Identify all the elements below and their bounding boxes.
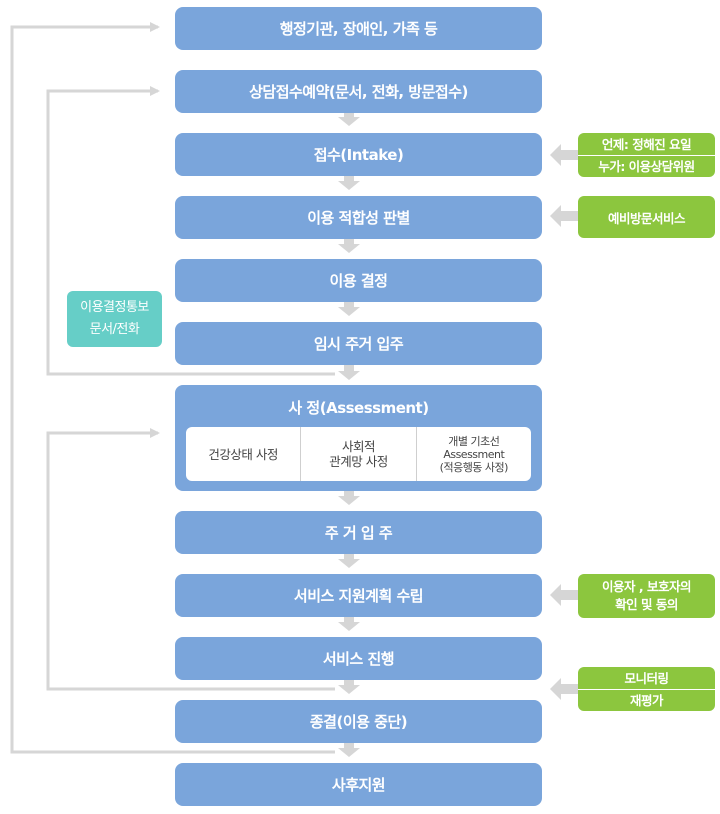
intake-schedule-note: 언제: 정해진 요일 누가: 이용상담위원 bbox=[578, 133, 715, 177]
intake-when-label: 언제: 정해진 요일 bbox=[601, 136, 692, 152]
left-arrow-icon bbox=[550, 584, 578, 606]
down-arrow-icon bbox=[338, 112, 360, 126]
step-eligibility: 이용 적합성 판별 bbox=[175, 196, 542, 239]
down-arrows bbox=[338, 112, 360, 757]
intake-who-label: 누가: 이용상담위원 bbox=[598, 158, 695, 174]
assessment-item-social: 사회적 관계망 사정 bbox=[300, 427, 415, 481]
down-arrow-icon bbox=[338, 679, 360, 694]
consent-note: 이용자 , 보호자의 확인 및 동의 bbox=[578, 574, 715, 618]
step-intake: 접수(Intake) bbox=[175, 133, 542, 176]
step-referral: 행정기관, 장애인, 가족 등 bbox=[175, 7, 542, 50]
step-termination: 종결(이용 중단) bbox=[175, 700, 542, 743]
assessment-items: 건강상태 사정 사회적 관계망 사정 개별 기초선 Assessment (적응… bbox=[186, 427, 531, 481]
down-arrow-icon bbox=[338, 553, 360, 568]
step-temporary-housing: 임시 주거 입주 bbox=[175, 322, 542, 365]
step-assessment: 사 정(Assessment) 건강상태 사정 사회적 관계망 사정 개별 기초… bbox=[175, 385, 542, 491]
decision-notice-line-2: 문서/전화 bbox=[89, 322, 140, 337]
side-arrows bbox=[550, 144, 578, 700]
step-reservation: 상담접수예약(문서, 전화, 방문접수) bbox=[175, 70, 542, 113]
middle-feedback-line bbox=[46, 86, 335, 376]
down-arrow-icon bbox=[338, 301, 360, 316]
inner-feedback-line bbox=[46, 428, 335, 691]
monitoring-note: 모니터링 재평가 bbox=[578, 667, 715, 711]
down-arrow-icon bbox=[338, 364, 360, 380]
down-arrow-icon bbox=[338, 616, 360, 631]
monitoring-label: 모니터링 bbox=[624, 670, 669, 686]
assessment-item-baseline: 개별 기초선 Assessment (적응행동 사정) bbox=[415, 427, 531, 481]
loop-lines bbox=[10, 22, 335, 754]
down-arrow-icon bbox=[338, 742, 360, 757]
note-divider bbox=[578, 688, 715, 690]
decision-notice-line-1: 이용결정통보 bbox=[80, 300, 149, 315]
step-move-in: 주 거 입 주 bbox=[175, 511, 542, 554]
assessment-item-health: 건강상태 사정 bbox=[208, 446, 278, 462]
outer-feedback-line bbox=[10, 22, 335, 754]
step-aftercare: 사후지원 bbox=[175, 763, 542, 806]
down-arrow-icon bbox=[338, 176, 360, 190]
down-arrow-icon bbox=[338, 238, 360, 253]
left-arrow-icon bbox=[550, 678, 578, 700]
step-decision: 이용 결정 bbox=[175, 259, 542, 302]
reevaluation-label: 재평가 bbox=[629, 692, 664, 708]
decision-notice-note: 이용결정통보 문서/전화 bbox=[67, 291, 162, 347]
note-divider bbox=[578, 154, 715, 156]
down-arrow-icon bbox=[338, 490, 360, 505]
step-support-plan: 서비스 지원계획 수립 bbox=[175, 574, 542, 617]
prevention-note: 예비방문서비스 bbox=[578, 196, 715, 238]
left-arrow-icon bbox=[550, 205, 578, 227]
assessment-title: 사 정(Assessment) bbox=[288, 399, 429, 417]
step-service-progress: 서비스 진행 bbox=[175, 637, 542, 680]
left-arrow-icon bbox=[550, 144, 578, 166]
